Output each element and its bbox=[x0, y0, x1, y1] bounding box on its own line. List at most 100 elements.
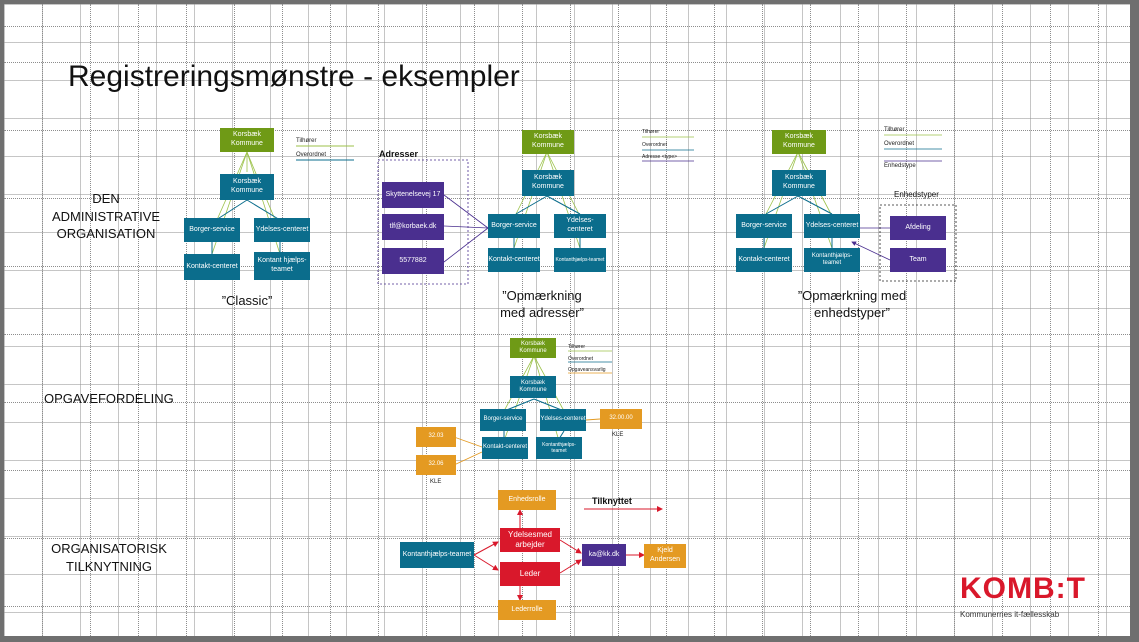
grid-line bbox=[4, 606, 1130, 607]
node-kontanthjaelpsteamet: Kontanthjælps-teamet bbox=[400, 542, 474, 568]
caption-line: enhedstyper” bbox=[814, 304, 890, 320]
grid-line bbox=[138, 4, 139, 636]
legend-label: Tilhører bbox=[884, 127, 905, 133]
section-label-line: ADMINISTRATIVE bbox=[51, 208, 161, 224]
caption-line: med adresser” bbox=[500, 304, 584, 320]
caption-line: ”Opmærkning bbox=[502, 288, 582, 303]
unit-types-label: Enhedstyper bbox=[894, 190, 939, 199]
grid-line bbox=[618, 4, 619, 636]
address-group-label: Adresser bbox=[379, 149, 419, 159]
node-ydelsescenteret: Ydelses-centeret bbox=[804, 214, 860, 238]
kle-label: KLE bbox=[430, 479, 442, 485]
caption-enhedstyper: ”Opmærkning med enhedstyper” bbox=[772, 288, 932, 322]
grid-line bbox=[282, 4, 283, 636]
legend-label: Overordnet bbox=[568, 356, 594, 362]
role-lederrolle: Lederrolle bbox=[498, 600, 556, 620]
node-top-municipality: Korsbæk Kommune bbox=[510, 338, 556, 358]
section-label-opgave: OPGAVEFORDELING bbox=[44, 391, 174, 406]
grid-line bbox=[4, 62, 1130, 63]
node-borgerservice: Borger-service bbox=[480, 409, 526, 431]
grid-line bbox=[714, 4, 715, 636]
grid-line bbox=[4, 334, 1130, 335]
legend-label: Enhedstype bbox=[884, 163, 916, 169]
grid-line bbox=[4, 538, 1130, 539]
grid-line bbox=[858, 4, 859, 636]
kombit-tagline: Kommunernes it-fællesskab bbox=[960, 610, 1060, 619]
legend-label: Overordnet bbox=[884, 141, 915, 147]
grid-line bbox=[1050, 4, 1051, 636]
node-kontaktcenteret: Kontakt-centeret bbox=[184, 254, 240, 280]
grid-line bbox=[330, 4, 331, 636]
grid-line bbox=[186, 4, 187, 636]
node-leder: Leder bbox=[500, 562, 560, 586]
kle-code: 32.06 bbox=[416, 455, 456, 475]
node-municipality: Korsbæk Kommune bbox=[220, 174, 274, 200]
node-municipality: Korsbæk Kommune bbox=[522, 170, 574, 196]
node-top-municipality: Korsbæk Kommune bbox=[220, 128, 274, 152]
address-item: Skyttenelsevej 17 bbox=[382, 182, 444, 208]
node-borgerservice: Borger-service bbox=[736, 214, 792, 238]
grid-line bbox=[906, 4, 907, 636]
section-label-line: TILKNYTNING bbox=[66, 558, 152, 574]
caption-adresser: ”Opmærkning med adresser” bbox=[474, 288, 610, 322]
node-borgerservice: Borger-service bbox=[184, 218, 240, 242]
caption-line: ”Opmærkning med bbox=[797, 288, 907, 303]
section-label-line: ORGANISATORISK bbox=[51, 541, 167, 556]
node-kontanthjaelpsteamet: Kontant hjælps-teamet bbox=[254, 252, 310, 280]
section-label-line: DEN bbox=[92, 191, 120, 206]
node-kontaktcenteret: Kontakt-centeret bbox=[488, 248, 540, 272]
node-email: ka@kk.dk bbox=[582, 544, 626, 566]
node-top-municipality: Korsbæk Kommune bbox=[522, 130, 574, 154]
legend-label: Overordnet bbox=[296, 152, 327, 158]
grid-line bbox=[4, 470, 1130, 471]
node-ydelsescenteret: Ydelses-centeret bbox=[540, 409, 586, 431]
grid-line bbox=[474, 4, 475, 636]
tilknyttet-label: Tilknyttet bbox=[592, 496, 632, 506]
kle-label: KLE bbox=[612, 432, 624, 438]
grid-line bbox=[666, 4, 667, 636]
legend-label: Tilhører bbox=[296, 138, 317, 144]
grid-line bbox=[234, 4, 235, 636]
grid-line bbox=[762, 4, 763, 636]
node-ydelsescenteret: Ydelses-centeret bbox=[554, 214, 606, 238]
grid-line bbox=[1098, 4, 1099, 636]
node-kontanthjaelpsteamet: Kontanthjælps-teamet bbox=[804, 248, 860, 272]
grid-line bbox=[954, 4, 955, 636]
node-kontanthjaelpsteamet: Kontanthjælps-teamet bbox=[554, 248, 606, 272]
grid-line bbox=[4, 198, 1130, 199]
legend-label: Opgaveansvarlig bbox=[568, 367, 606, 373]
grid-line bbox=[378, 4, 379, 636]
legend-label: Overordnet bbox=[642, 142, 668, 148]
legend-label: Tilhører bbox=[642, 129, 660, 135]
node-borgerservice: Borger-service bbox=[488, 214, 540, 238]
slide: Registreringsmønstre - eksempler DEN ADM… bbox=[4, 4, 1130, 636]
legend-label: Tilhører bbox=[568, 344, 586, 350]
node-person: Kjeld Andersen bbox=[644, 544, 686, 568]
kle-code: 32.03 bbox=[416, 427, 456, 447]
grid-line bbox=[810, 4, 811, 636]
grid-line bbox=[4, 402, 1130, 403]
node-kontanthjaelpsteamet: Kontanthjælps-teamet bbox=[536, 437, 582, 459]
section-label-admin: DEN ADMINISTRATIVE ORGANISATION bbox=[38, 190, 174, 243]
node-kontaktcenteret: Kontakt-centeret bbox=[482, 437, 528, 459]
grid-line bbox=[426, 4, 427, 636]
node-ydelsescenteret: Ydelses-centeret bbox=[254, 218, 310, 242]
page-title: Registreringsmønstre - eksempler bbox=[68, 60, 520, 93]
grid-line bbox=[4, 26, 1130, 27]
section-label-line: ORGANISATION bbox=[56, 226, 156, 242]
role-enhedsrolle: Enhedsrolle bbox=[498, 490, 556, 510]
section-label-tilknytning: ORGANISATORISK TILKNYTNING bbox=[44, 540, 174, 575]
unit-type-team: Team bbox=[890, 248, 946, 272]
grid-line bbox=[1002, 4, 1003, 636]
node-municipality: Korsbæk Kommune bbox=[510, 376, 556, 398]
grid-line bbox=[570, 4, 571, 636]
node-top-municipality: Korsbæk Kommune bbox=[772, 130, 826, 154]
node-ydelsesmedarbejder: Ydelsesmed arbejder bbox=[500, 528, 560, 552]
node-kontaktcenteret: Kontakt-centeret bbox=[736, 248, 792, 272]
node-municipality: Korsbæk Kommune bbox=[772, 170, 826, 196]
legend-label: Adresse <type> bbox=[642, 154, 678, 160]
address-item: tlf@korbaek.dk bbox=[382, 214, 444, 240]
grid-line bbox=[522, 4, 523, 636]
address-item: 5577882 bbox=[382, 248, 444, 274]
grid-line bbox=[90, 4, 91, 636]
